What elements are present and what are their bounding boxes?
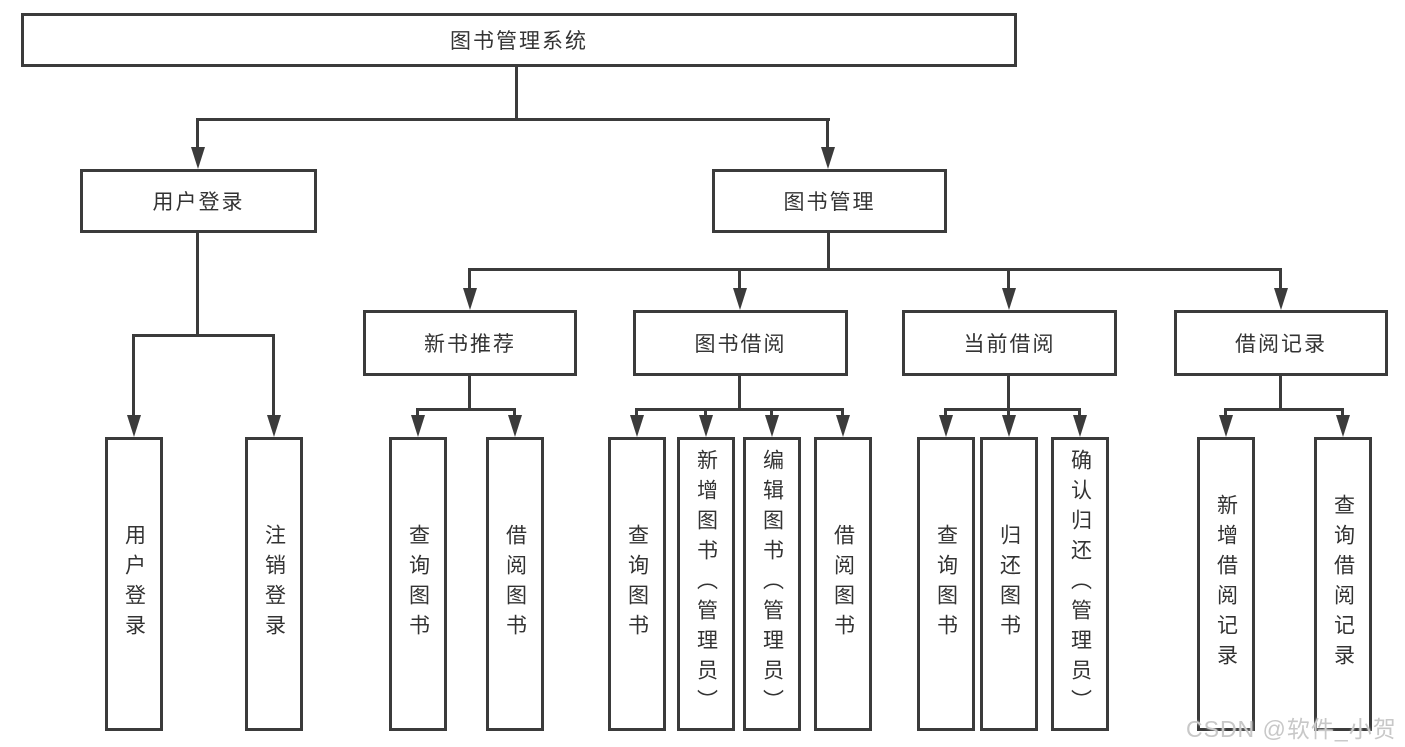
- connector-line: [196, 118, 830, 121]
- leaf-label: 借阅图书: [503, 524, 527, 644]
- connector-line: [1007, 268, 1010, 292]
- leaf-label: 查询图书: [625, 524, 649, 644]
- connector-line: [738, 268, 741, 292]
- arrowhead-down-icon: [411, 415, 425, 437]
- leaf-label: 新增图书（管理员）: [694, 449, 718, 719]
- connector-line: [770, 408, 773, 418]
- node-current-borrowing: 当前借阅: [902, 310, 1117, 376]
- arrowhead-down-icon: [939, 415, 953, 437]
- arrowhead-down-icon: [127, 415, 141, 437]
- node-user-login: 用户登录: [80, 169, 317, 233]
- leaf-node-query-books: 查询图书: [608, 437, 666, 731]
- arrowhead-down-icon: [1073, 415, 1087, 437]
- leaf-node-edit-books-admin: 编辑图书（管理员）: [743, 437, 801, 731]
- leaf-label: 编辑图书（管理员）: [760, 449, 784, 719]
- connector-line: [1078, 408, 1081, 418]
- connector-line: [944, 408, 1081, 411]
- arrowhead-down-icon: [765, 415, 779, 437]
- arrowhead-down-icon: [1002, 415, 1016, 437]
- leaf-label: 新增借阅记录: [1214, 494, 1238, 674]
- connector-line: [132, 334, 135, 419]
- arrowhead-down-icon: [821, 147, 835, 169]
- leaf-label: 注销登录: [262, 524, 286, 644]
- arrowhead-down-icon: [267, 415, 281, 437]
- connector-line: [1341, 408, 1344, 418]
- leaf-node-user-login: 用户登录: [105, 437, 163, 731]
- arrowhead-down-icon: [733, 288, 747, 310]
- leaf-node-confirm-return-admin: 确认归还（管理员）: [1051, 437, 1109, 731]
- leaf-label: 归还图书: [997, 524, 1021, 644]
- arrowhead-down-icon: [836, 415, 850, 437]
- connector-line: [1007, 408, 1010, 418]
- arrowhead-down-icon: [191, 147, 205, 169]
- connector-line: [738, 376, 741, 411]
- connector-line: [841, 408, 844, 418]
- connector-line: [635, 408, 638, 418]
- connector-line: [944, 408, 947, 418]
- arrowhead-down-icon: [1219, 415, 1233, 437]
- csdn-watermark: CSDN @软件_小贺同学: [1186, 716, 1397, 742]
- leaf-node-borrow-books: 借阅图书: [486, 437, 544, 731]
- leaf-label: 查询图书: [406, 524, 430, 644]
- connector-line: [416, 408, 419, 418]
- leaf-node-add-books-admin: 新增图书（管理员）: [677, 437, 735, 731]
- leaf-node-add-borrow-record: 新增借阅记录: [1197, 437, 1255, 731]
- connector-line: [1279, 376, 1282, 411]
- leaf-label: 查询图书: [934, 524, 958, 644]
- connector-line: [515, 67, 518, 118]
- connector-line: [272, 334, 275, 419]
- node-new-book-recommendation: 新书推荐: [363, 310, 577, 376]
- connector-line: [468, 268, 471, 292]
- arrowhead-down-icon: [463, 288, 477, 310]
- leaf-label: 用户登录: [122, 524, 146, 644]
- leaf-node-borrow-books: 借阅图书: [814, 437, 872, 731]
- leaf-node-query-borrow-record: 查询借阅记录: [1314, 437, 1372, 731]
- connector-line: [196, 233, 199, 337]
- leaf-label: 查询借阅记录: [1331, 494, 1355, 674]
- leaf-node-query-books: 查询图书: [917, 437, 975, 731]
- node-book-management: 图书管理: [712, 169, 947, 233]
- connector-line: [704, 408, 707, 418]
- arrowhead-down-icon: [1336, 415, 1350, 437]
- leaf-label: 借阅图书: [831, 524, 855, 644]
- connector-line: [1279, 268, 1282, 292]
- arrowhead-down-icon: [508, 415, 522, 437]
- node-book-borrowing: 图书借阅: [633, 310, 848, 376]
- leaf-node-logout: 注销登录: [245, 437, 303, 731]
- arrowhead-down-icon: [630, 415, 644, 437]
- leaf-node-query-books: 查询图书: [389, 437, 447, 731]
- connector-line: [1007, 376, 1010, 411]
- node-library-management-system: 图书管理系统: [21, 13, 1017, 67]
- connector-line: [1224, 408, 1227, 418]
- connector-line: [513, 408, 516, 418]
- connector-line: [827, 233, 830, 271]
- connector-line: [416, 408, 516, 411]
- connector-line: [1224, 408, 1344, 411]
- leaf-label: 确认归还（管理员）: [1068, 449, 1092, 719]
- node-borrowing-records: 借阅记录: [1174, 310, 1388, 376]
- connector-line: [826, 118, 829, 150]
- connector-line: [468, 376, 471, 411]
- arrowhead-down-icon: [1274, 288, 1288, 310]
- leaf-node-return-books: 归还图书: [980, 437, 1038, 731]
- connector-line: [468, 268, 1282, 271]
- connector-line: [132, 334, 275, 337]
- arrowhead-down-icon: [699, 415, 713, 437]
- arrowhead-down-icon: [1002, 288, 1016, 310]
- connector-line: [635, 408, 844, 411]
- connector-line: [196, 118, 199, 150]
